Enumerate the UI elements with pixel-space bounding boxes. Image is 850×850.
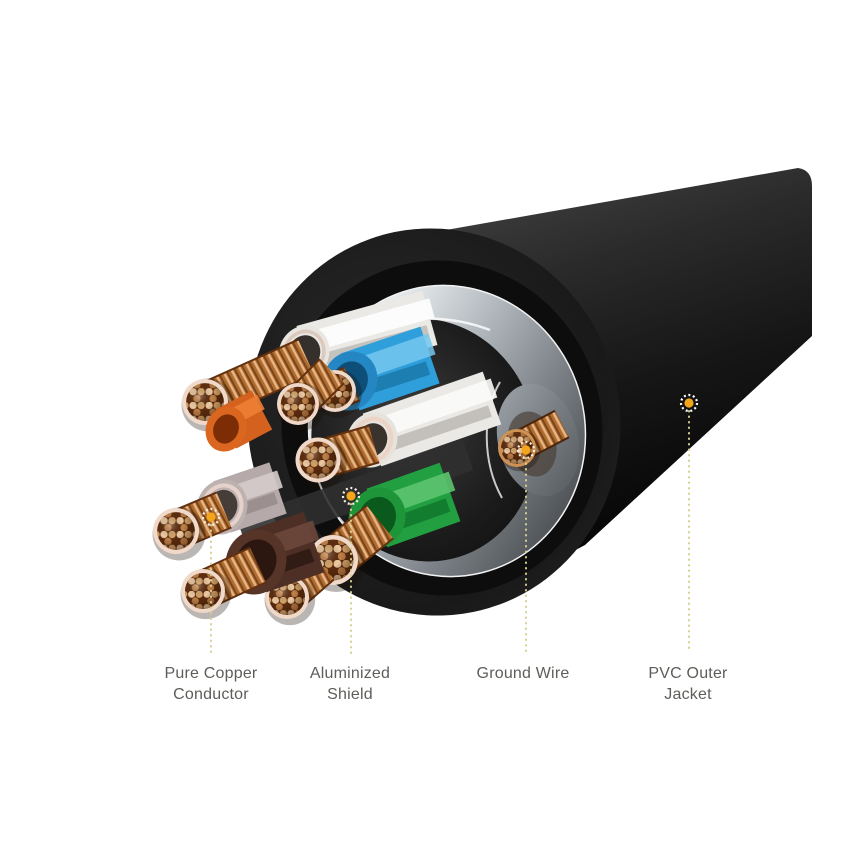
callout-pure-copper (201, 507, 221, 654)
callouts (201, 393, 699, 654)
copper-face-4 (152, 507, 206, 561)
aluminized-shield-dot-ring (341, 486, 361, 506)
label-line: Shield (327, 686, 373, 703)
wire-pair-brown (180, 511, 335, 626)
wire-pair-orange (205, 390, 273, 452)
orange-cap (205, 406, 247, 452)
copper-face-3 (295, 437, 347, 489)
aluminized-shield-dot (346, 491, 356, 501)
callout-aluminized-shield (341, 486, 361, 654)
wire-conductor-2 (276, 358, 345, 431)
label-pvc-outer-jacket: PVC Outer Jacket (648, 663, 727, 705)
label-line: Ground Wire (476, 665, 570, 682)
label-line: Conductor (173, 686, 249, 703)
pure-copper-dot (206, 512, 216, 522)
label-line: PVC Outer (648, 665, 728, 682)
label-line: Aluminized (309, 665, 391, 682)
wire-pair-gray (152, 462, 287, 561)
label-pure-copper-conductor: Pure Copper Conductor (165, 663, 258, 705)
label-aluminized-shield: Aluminized Shield (310, 663, 390, 705)
label-line: Pure Copper (164, 665, 258, 682)
pvc-jacket-dot-ring (679, 393, 699, 413)
wire-pair-white-center (295, 371, 502, 489)
wire-pair-green (307, 462, 461, 592)
copper-face-2 (276, 382, 325, 431)
label-line: Jacket (664, 686, 712, 703)
copper-face-7 (180, 568, 232, 620)
pvc-jacket-dot (684, 398, 694, 408)
label-ground-wire: Ground Wire (477, 663, 570, 684)
callout-ground-wire (516, 440, 536, 654)
cable (152, 168, 812, 654)
callout-pvc-jacket (679, 393, 699, 654)
ground-wire-dot (521, 445, 531, 455)
wire-pair-blue (313, 326, 440, 418)
ground-wire-dot-ring (516, 440, 536, 460)
pure-copper-dot-ring (201, 507, 221, 527)
